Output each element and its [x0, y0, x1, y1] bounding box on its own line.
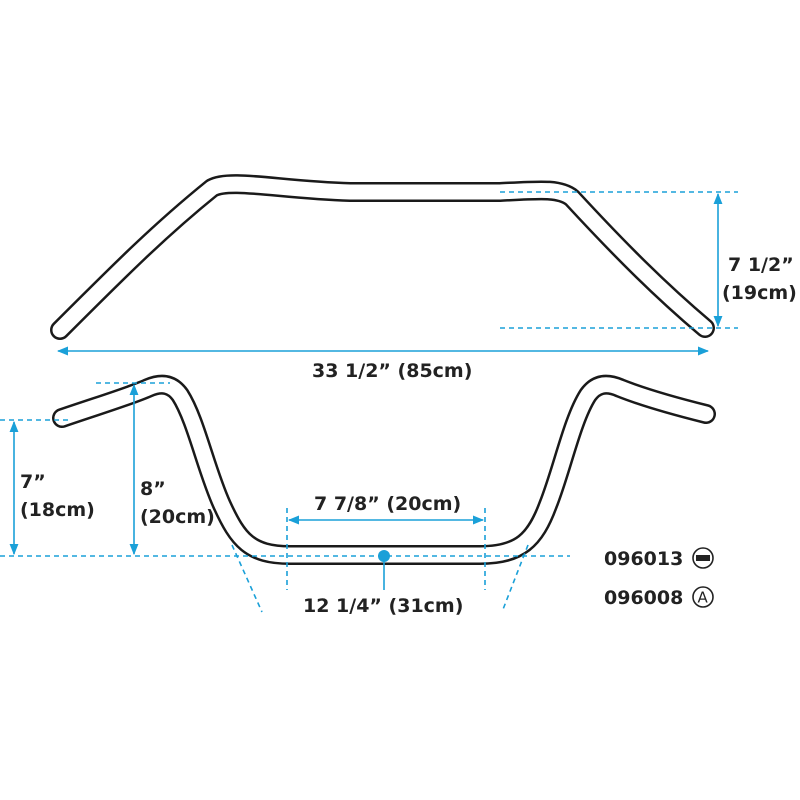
handlebar-front-view [52, 374, 716, 565]
rise-dimension: 7 1/2” (19cm) [500, 191, 797, 329]
width-label: 33 1/2” (85cm) [312, 360, 472, 382]
height-dimension: 8” (20cm) [96, 382, 215, 556]
center-width-dimension: 7 7/8” (20cm) [286, 493, 486, 590]
base-width-dimension: 12 1/4” (31cm) [231, 544, 529, 617]
center-width-label: 7 7/8” (20cm) [314, 493, 461, 515]
part-number: 096008 [604, 587, 683, 609]
part-number-list: 096013 096008 A [604, 547, 714, 609]
base-width-label: 12 1/4” (31cm) [303, 595, 463, 617]
pullback-dimension: 7” (18cm) [0, 419, 95, 556]
rise-label: 7 1/2” [728, 254, 794, 276]
symbol-letter: A [698, 589, 709, 607]
pullback-metric-label: (18cm) [20, 499, 95, 521]
minus-icon [692, 547, 714, 569]
width-dimension: 33 1/2” (85cm) [56, 346, 710, 382]
pullback-label: 7” [20, 471, 46, 493]
part-row-096008: 096008 A [604, 586, 714, 609]
part-row-096013: 096013 [604, 547, 714, 570]
height-label: 8” [140, 478, 166, 500]
height-metric-label: (20cm) [140, 506, 215, 528]
center-point [378, 550, 390, 562]
a-circle-icon: A [692, 586, 714, 608]
rise-metric-label: (19cm) [722, 282, 797, 304]
handlebar-top-view [50, 174, 715, 340]
part-number: 096013 [604, 548, 683, 570]
